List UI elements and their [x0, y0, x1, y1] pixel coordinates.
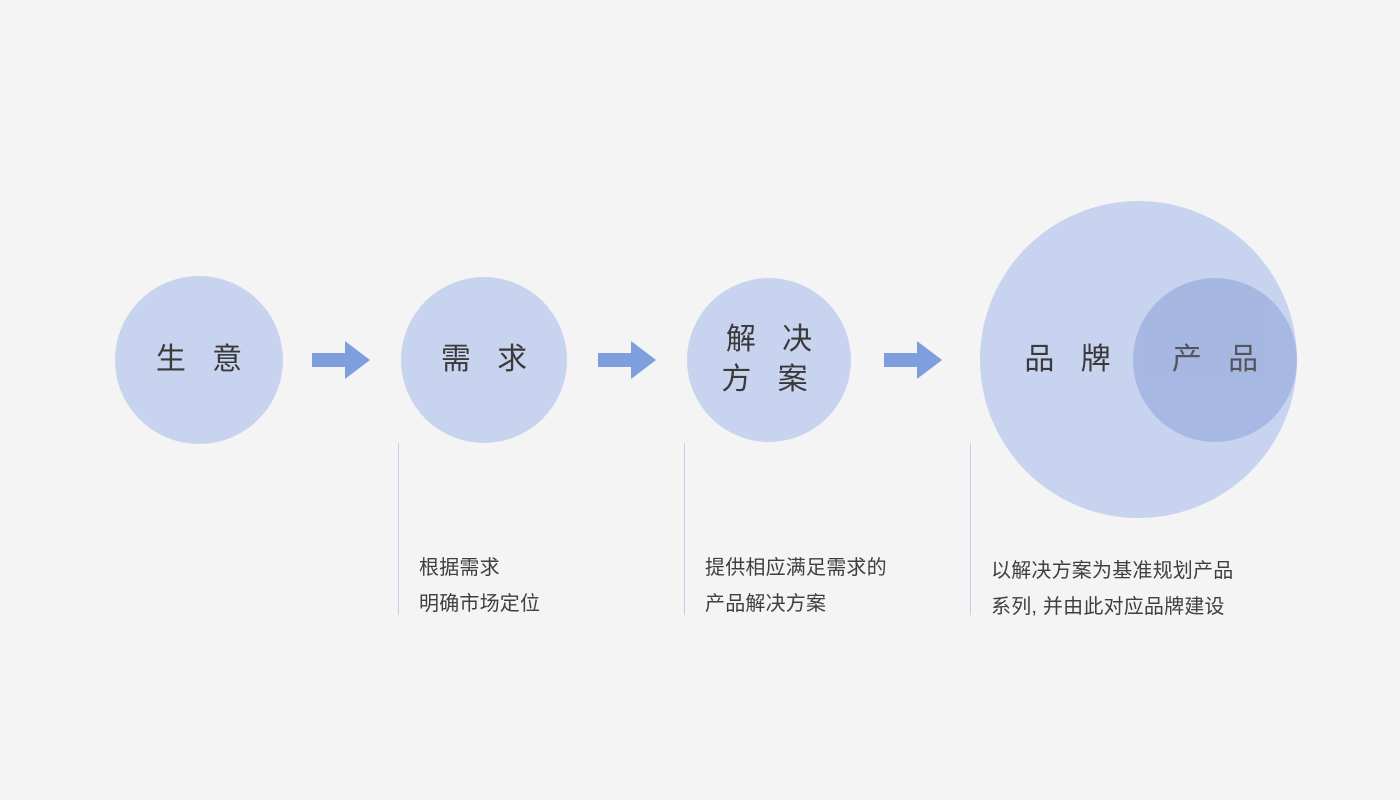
node-label-brand: 品 牌 [1024, 342, 1120, 376]
node-circle-demand[interactable]: 需 求 [401, 277, 567, 443]
node-label-solution: 解 决 方 案 [721, 323, 822, 396]
caption-divider-3 [970, 443, 971, 615]
node-circle-business[interactable]: 生 意 [115, 276, 283, 444]
right-arrow-icon-1 [312, 341, 370, 379]
node-label-demand: 需 求 [440, 343, 537, 377]
right-arrow-icon-3 [884, 341, 942, 379]
caption-solution: 提供相应满足需求的 产品解决方案 [705, 557, 887, 615]
node-label-business: 生 意 [155, 343, 252, 377]
caption-divider-1 [398, 443, 399, 615]
node-circle-solution[interactable]: 解 决 方 案 [687, 278, 851, 442]
node-label-product: 产 品 [1171, 343, 1268, 377]
node-circle-product[interactable]: 产 品 [1133, 278, 1297, 442]
right-arrow-icon-2 [598, 341, 656, 379]
caption-brand: 以解决方案为基准规划产品 系列, 并由此对应品牌建设 [991, 560, 1234, 618]
caption-divider-2 [684, 443, 685, 615]
caption-demand: 根据需求 明确市场定位 [419, 557, 541, 615]
